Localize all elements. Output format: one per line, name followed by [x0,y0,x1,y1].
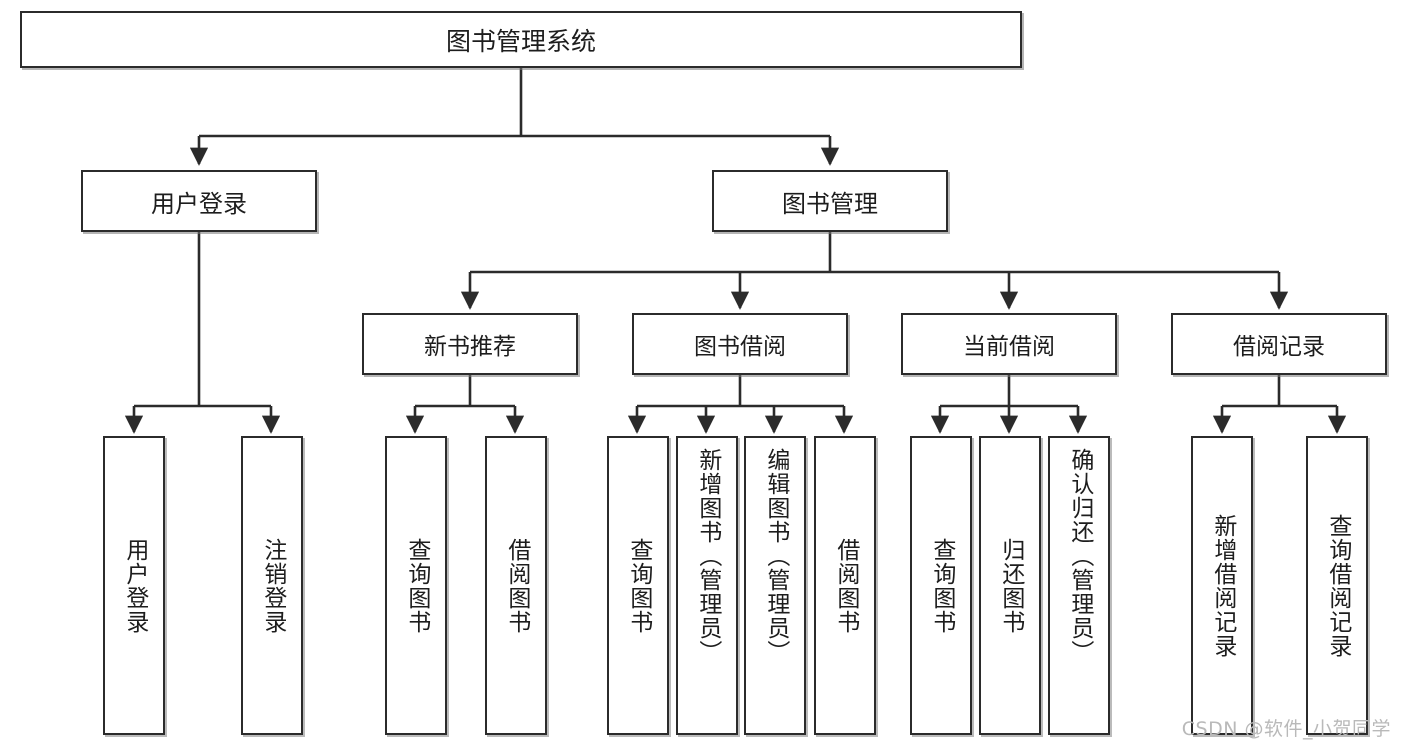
node-user-login[interactable]: 用户登录 [81,170,317,232]
node-root-label: 图书管理系统 [445,26,596,56]
leaf-borrow-book-1-label: 借阅图书 [503,537,530,634]
leaf-return-book[interactable]: 归还图书 [979,436,1041,735]
node-book-manage[interactable]: 图书管理 [712,170,948,232]
leaf-query-book-2[interactable]: 查询图书 [607,436,669,735]
leaf-borrow-book-2-label: 借阅图书 [832,537,859,634]
node-book-borrow[interactable]: 图书借阅 [632,313,848,375]
leaf-query-borrow-record[interactable]: 查询借阅记录 [1306,436,1368,735]
leaf-query-book-3[interactable]: 查询图书 [910,436,972,735]
leaf-user-login-label: 用户登录 [121,537,148,634]
leaf-add-book-admin-label: 新增图书（管理员） [694,448,721,664]
leaf-user-logout[interactable]: 注销登录 [241,436,303,735]
leaf-user-login[interactable]: 用户登录 [103,436,165,735]
leaf-edit-book-admin-label: 编辑图书（管理员） [762,448,789,664]
leaf-edit-book-admin[interactable]: 编辑图书（管理员） [744,436,806,735]
node-root[interactable]: 图书管理系统 [20,11,1022,68]
leaf-return-book-label: 归还图书 [997,537,1024,634]
node-current-borrow[interactable]: 当前借阅 [901,313,1117,375]
leaf-user-logout-label: 注销登录 [259,537,286,634]
leaf-add-borrow-record[interactable]: 新增借阅记录 [1191,436,1253,735]
leaf-query-book-1-label: 查询图书 [403,537,430,634]
leaf-add-book-admin[interactable]: 新增图书（管理员） [676,436,738,735]
leaf-borrow-book-2[interactable]: 借阅图书 [814,436,876,735]
leaf-confirm-return-admin[interactable]: 确认归还（管理员） [1048,436,1110,735]
node-new-book-recommend[interactable]: 新书推荐 [362,313,578,375]
node-book-borrow-label: 图书借阅 [694,334,786,360]
leaf-add-borrow-record-label: 新增借阅记录 [1209,513,1236,658]
node-book-manage-label: 图书管理 [782,189,878,218]
leaf-query-book-1[interactable]: 查询图书 [385,436,447,735]
node-new-book-recommend-label: 新书推荐 [424,334,516,360]
node-user-login-label: 用户登录 [151,189,247,218]
leaf-query-book-3-label: 查询图书 [928,537,955,634]
leaf-confirm-return-admin-label: 确认归还（管理员） [1066,448,1093,664]
leaf-query-borrow-record-label: 查询借阅记录 [1324,513,1351,658]
node-borrow-record-label: 借阅记录 [1233,334,1325,360]
leaf-borrow-book-1[interactable]: 借阅图书 [485,436,547,735]
leaf-query-book-2-label: 查询图书 [625,537,652,634]
node-borrow-record[interactable]: 借阅记录 [1171,313,1387,375]
node-current-borrow-label: 当前借阅 [963,334,1055,360]
